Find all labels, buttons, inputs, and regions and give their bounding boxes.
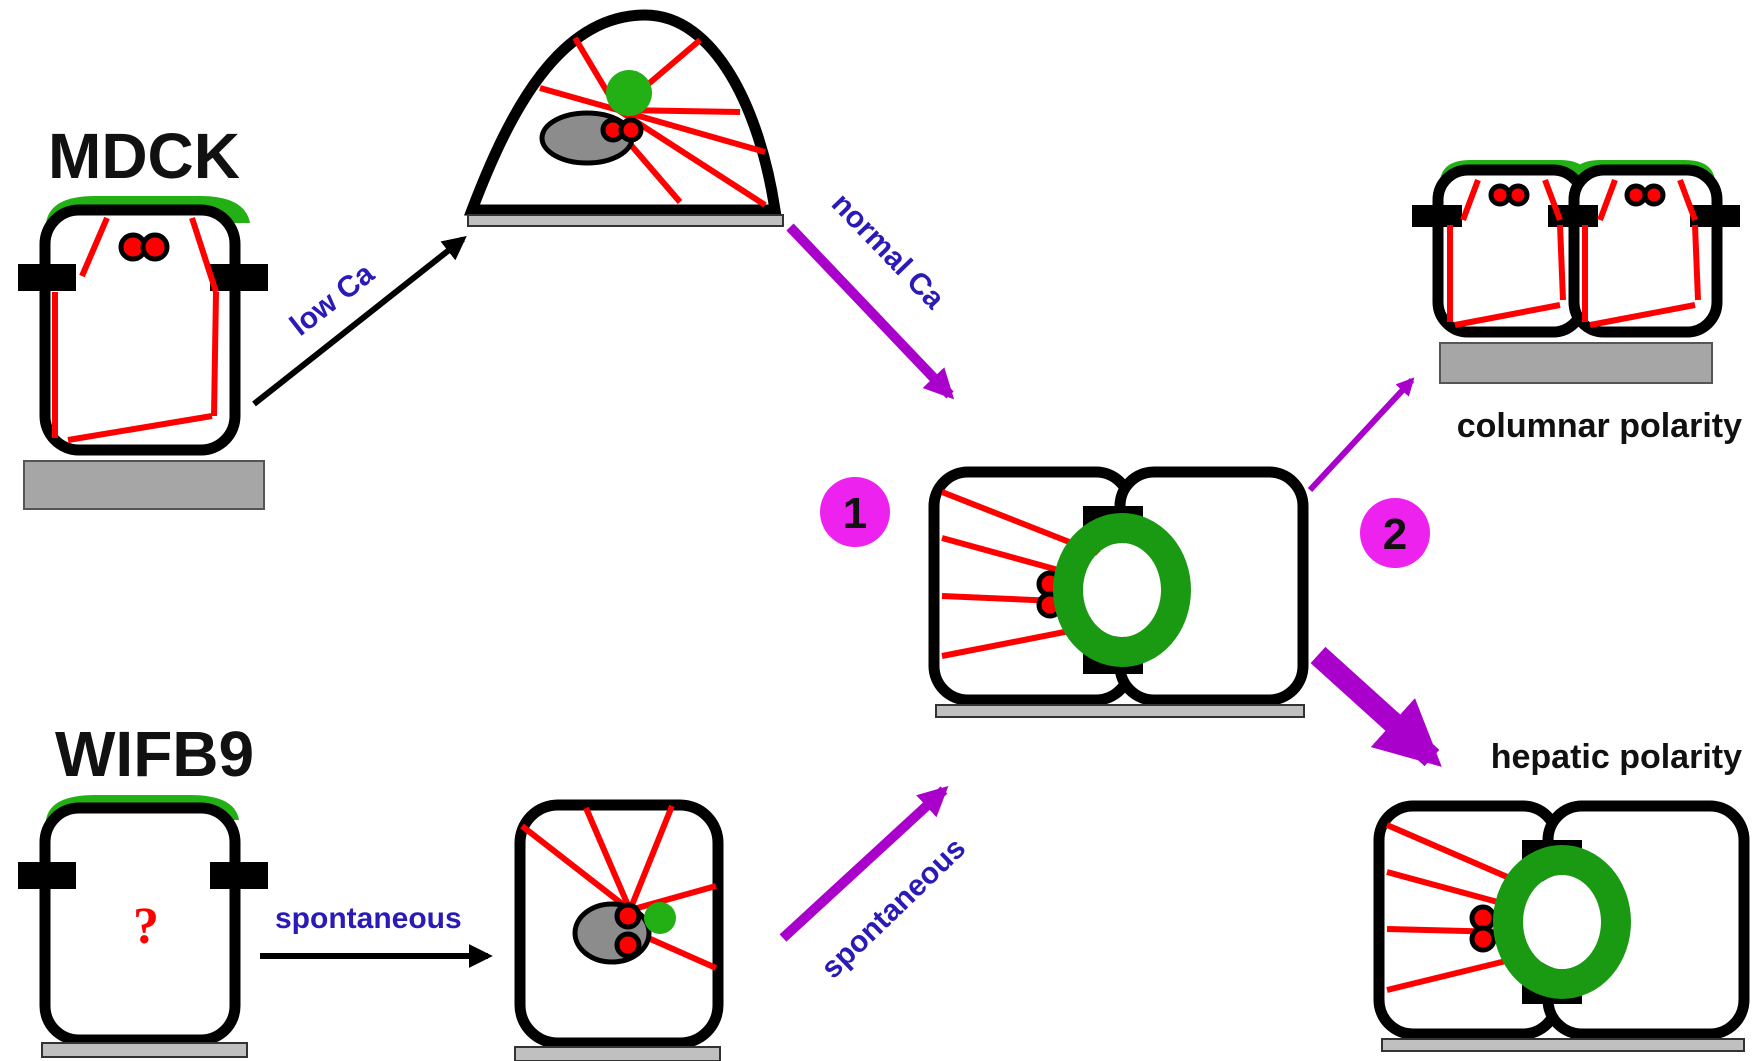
tight-junction xyxy=(1412,205,1462,227)
central-cell-pair xyxy=(928,466,1309,718)
arrow-normal-ca xyxy=(786,223,955,400)
tight-junction-right xyxy=(210,264,268,291)
microtubule xyxy=(941,625,1086,659)
tight-junction xyxy=(1690,205,1740,227)
microtubule xyxy=(1385,822,1530,889)
step-2-marker xyxy=(1360,498,1430,568)
centriole xyxy=(1642,183,1666,207)
apical-vesicle xyxy=(606,70,652,116)
tight-junction-right xyxy=(210,862,268,889)
centriole xyxy=(614,931,642,959)
low-ca-label: low Ca xyxy=(284,257,381,343)
microtubule xyxy=(1460,178,1481,222)
centriole xyxy=(1469,925,1497,953)
bile-canaliculus-ring xyxy=(1053,513,1191,667)
microtubule xyxy=(520,823,632,913)
wifb9-cell: ? xyxy=(18,795,268,1058)
hepatic-polarity-label: hepatic polarity xyxy=(1491,738,1742,776)
centriole xyxy=(140,232,170,262)
cell-outline-right xyxy=(1568,164,1723,338)
cell-outline xyxy=(39,204,241,456)
microtubule xyxy=(1597,178,1618,222)
spontaneous-label-diagonal: spontaneous xyxy=(815,832,972,985)
substrate xyxy=(935,704,1305,718)
centriole xyxy=(1624,183,1648,207)
arrow-low-ca xyxy=(252,236,467,407)
spontaneous-label-horizontal: spontaneous xyxy=(275,902,462,935)
arrow-to-columnar xyxy=(1307,377,1415,493)
mdck-label: MDCK xyxy=(48,120,240,192)
step-2-number: 2 xyxy=(1383,510,1407,559)
microtubule xyxy=(1386,869,1506,907)
normal-ca-label: normal Ca xyxy=(825,187,951,316)
unknown-organization-mark: ? xyxy=(133,898,159,955)
tight-junction-left xyxy=(18,862,76,889)
cell-outline xyxy=(39,802,241,1046)
microtubule xyxy=(617,107,766,155)
columnar-cell-pair xyxy=(1412,160,1740,384)
substrate xyxy=(514,1046,721,1061)
microtubule xyxy=(1677,178,1698,222)
centriole xyxy=(618,117,644,143)
microtubule xyxy=(627,804,675,912)
microtubule xyxy=(1542,178,1563,222)
apical-vesicle xyxy=(644,902,676,934)
columnar-polarity-label: columnar polarity xyxy=(1457,407,1742,445)
step-1-number: 1 xyxy=(843,489,867,538)
arrow-to-hepatic xyxy=(1310,646,1442,767)
microtubule xyxy=(1692,224,1701,301)
wifb9-label: WIFB9 xyxy=(55,718,254,790)
tight-junction xyxy=(1548,205,1598,227)
microtubule xyxy=(1557,224,1566,301)
centriole xyxy=(1488,183,1512,207)
substrate xyxy=(467,214,784,227)
bile-canaliculus-ring xyxy=(1493,845,1631,999)
microtubule xyxy=(1386,957,1511,993)
bile-canaliculus-lumen xyxy=(1084,543,1160,637)
tight-junction-left xyxy=(18,264,76,291)
hepatic-cell-pair xyxy=(1373,800,1750,1052)
bile-canaliculus-lumen xyxy=(1524,875,1600,969)
substrate xyxy=(23,460,265,510)
microtubule xyxy=(1589,302,1696,328)
microtubule xyxy=(189,217,219,293)
microtubule xyxy=(539,85,619,113)
arrow-spontaneous-diagonal xyxy=(779,785,949,942)
microtubule xyxy=(583,806,633,912)
mdck-cell xyxy=(18,196,268,510)
centriole xyxy=(1506,183,1530,207)
microtubule xyxy=(67,413,213,443)
microtubule xyxy=(79,216,110,278)
microtubule xyxy=(211,291,219,417)
substrate xyxy=(41,1042,248,1058)
microtubule xyxy=(1454,302,1561,328)
centriole xyxy=(614,902,642,930)
low-ca-cell xyxy=(464,9,784,227)
microtubule xyxy=(629,883,717,913)
wifb9-intermediate-cell xyxy=(514,799,724,1061)
step-1-marker xyxy=(820,477,890,547)
substrate xyxy=(1381,1038,1745,1052)
substrate xyxy=(1439,342,1713,384)
